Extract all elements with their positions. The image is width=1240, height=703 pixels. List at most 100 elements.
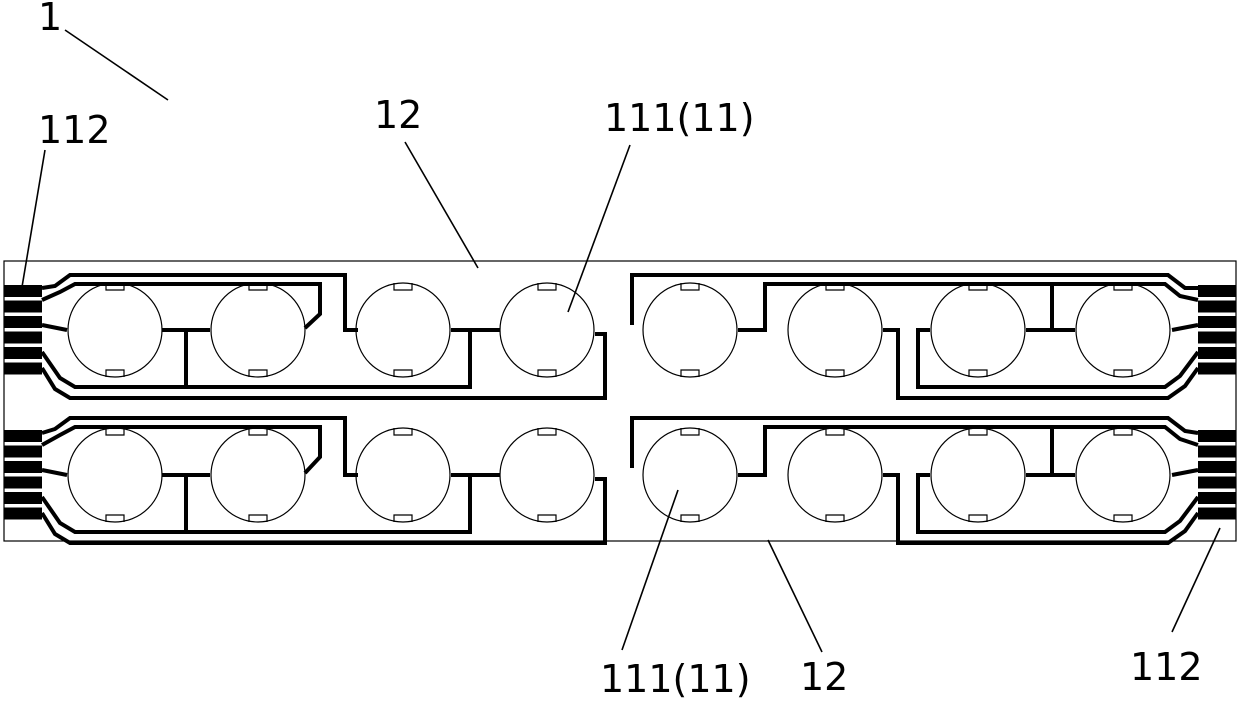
led-pad-r0-c3: [500, 283, 594, 377]
led-layer: [68, 283, 1170, 522]
connector-pad-right-r1-3: [1198, 477, 1236, 489]
led-notch-top: [1114, 428, 1132, 435]
led-outline: [356, 283, 450, 377]
led-notch-bottom: [1114, 370, 1132, 377]
trace-row0-right-second: [738, 284, 1198, 330]
led-pad-r0-c7: [1076, 283, 1170, 377]
led-notch-bottom: [249, 370, 267, 377]
led-outline: [931, 428, 1025, 522]
led-notch-bottom: [681, 515, 699, 522]
led-notch-top: [106, 428, 124, 435]
led-pad-r1-c0: [68, 428, 162, 522]
connector-pad-left-r1-4: [4, 492, 42, 504]
led-pad-r1-c3: [500, 428, 594, 522]
trace-row1-left-bottom: [42, 475, 500, 532]
label-led-top: 111(11): [604, 96, 755, 140]
led-outline: [643, 428, 737, 522]
trace-row1-left-second: [42, 427, 320, 473]
connector-pad-left-r1-1: [4, 446, 42, 458]
led-pad-r1-c2: [356, 428, 450, 522]
connector-pad-right-r1-0: [1198, 430, 1236, 442]
led-pad-r0-c2: [356, 283, 450, 377]
led-outline: [643, 283, 737, 377]
connector-pad-left-r0-1: [4, 301, 42, 313]
connector-pad-right-r1-4: [1198, 492, 1236, 504]
connector-pad-right-r1-1: [1198, 446, 1236, 458]
led-notch-bottom: [394, 515, 412, 522]
connector-pad-right-r1-2: [1198, 461, 1236, 473]
leader-line-substrate-bottom: [768, 540, 822, 652]
led-notch-bottom: [106, 370, 124, 377]
connector-pad-right-r1-5: [1198, 508, 1236, 520]
trace-layer: [42, 275, 1198, 543]
led-notch-bottom: [249, 515, 267, 522]
led-outline: [356, 428, 450, 522]
led-notch-top: [681, 428, 699, 435]
led-notch-top: [681, 283, 699, 290]
label-led-bottom: 111(11): [600, 657, 751, 701]
led-pad-r0-c0: [68, 283, 162, 377]
label-connector-top-left: 112: [38, 108, 111, 152]
led-notch-bottom: [538, 370, 556, 377]
trace-row1-right-bottom: [918, 475, 1198, 532]
trace-row1-left-mid: [42, 470, 67, 475]
led-outline: [931, 283, 1025, 377]
connector-pad-right-r0-3: [1198, 332, 1236, 344]
led-outline: [788, 283, 882, 377]
connector-pad-right-r0-4: [1198, 347, 1236, 359]
trace-row1-right-mid: [1172, 470, 1198, 475]
led-notch-bottom: [969, 370, 987, 377]
connector-pad-left-r1-0: [4, 430, 42, 442]
trace-row0-left-bottom: [42, 330, 500, 387]
led-notch-bottom: [1114, 515, 1132, 522]
trace-row1-right-second: [738, 427, 1198, 475]
led-notch-top: [538, 283, 556, 290]
led-outline: [788, 428, 882, 522]
led-pad-r0-c5: [788, 283, 882, 377]
led-pad-r0-c1: [211, 283, 305, 377]
connector-pad-left-r1-5: [4, 508, 42, 520]
led-outline: [68, 283, 162, 377]
label-connector-bottom-right: 112: [1130, 645, 1203, 689]
led-notch-top: [394, 283, 412, 290]
led-notch-bottom: [106, 515, 124, 522]
label-substrate-bottom: 12: [800, 655, 848, 699]
leader-line-assembly: [65, 30, 168, 100]
led-notch-bottom: [394, 370, 412, 377]
led-outline: [500, 428, 594, 522]
led-notch-top: [538, 428, 556, 435]
label-assembly: 1: [38, 0, 62, 39]
led-outline: [500, 283, 594, 377]
led-notch-bottom: [681, 370, 699, 377]
led-outline: [211, 283, 305, 377]
connector-pad-left-r0-4: [4, 347, 42, 359]
connector-pad-right-r0-0: [1198, 285, 1236, 297]
led-outline: [1076, 428, 1170, 522]
led-pad-r1-c7: [1076, 428, 1170, 522]
connector-pad-left-r1-2: [4, 461, 42, 473]
label-substrate-top: 12: [374, 93, 422, 137]
connector-pad-right-r0-2: [1198, 316, 1236, 328]
led-pad-r0-c6: [931, 283, 1025, 377]
trace-row0-right-mid: [1172, 325, 1198, 330]
led-notch-bottom: [538, 515, 556, 522]
leader-line-connector-bottom: [1172, 528, 1220, 632]
led-pad-r1-c4: [643, 428, 737, 522]
led-notch-top: [249, 428, 267, 435]
trace-row0-left-mid: [42, 325, 67, 330]
leader-line-connector-top: [22, 150, 45, 287]
connector-pad-left-r1-3: [4, 477, 42, 489]
led-notch-top: [969, 428, 987, 435]
connector-pad-left-r0-0: [4, 285, 42, 297]
led-notch-bottom: [826, 515, 844, 522]
connector-pad-right-r0-1: [1198, 301, 1236, 313]
led-pad-r0-c4: [643, 283, 737, 377]
trace-row0-right-bottom: [918, 330, 1198, 387]
led-pad-r1-c1: [211, 428, 305, 522]
led-notch-bottom: [969, 515, 987, 522]
led-pad-r1-c6: [931, 428, 1025, 522]
connector-pad-left-r0-3: [4, 332, 42, 344]
led-pad-r1-c5: [788, 428, 882, 522]
led-outline: [211, 428, 305, 522]
